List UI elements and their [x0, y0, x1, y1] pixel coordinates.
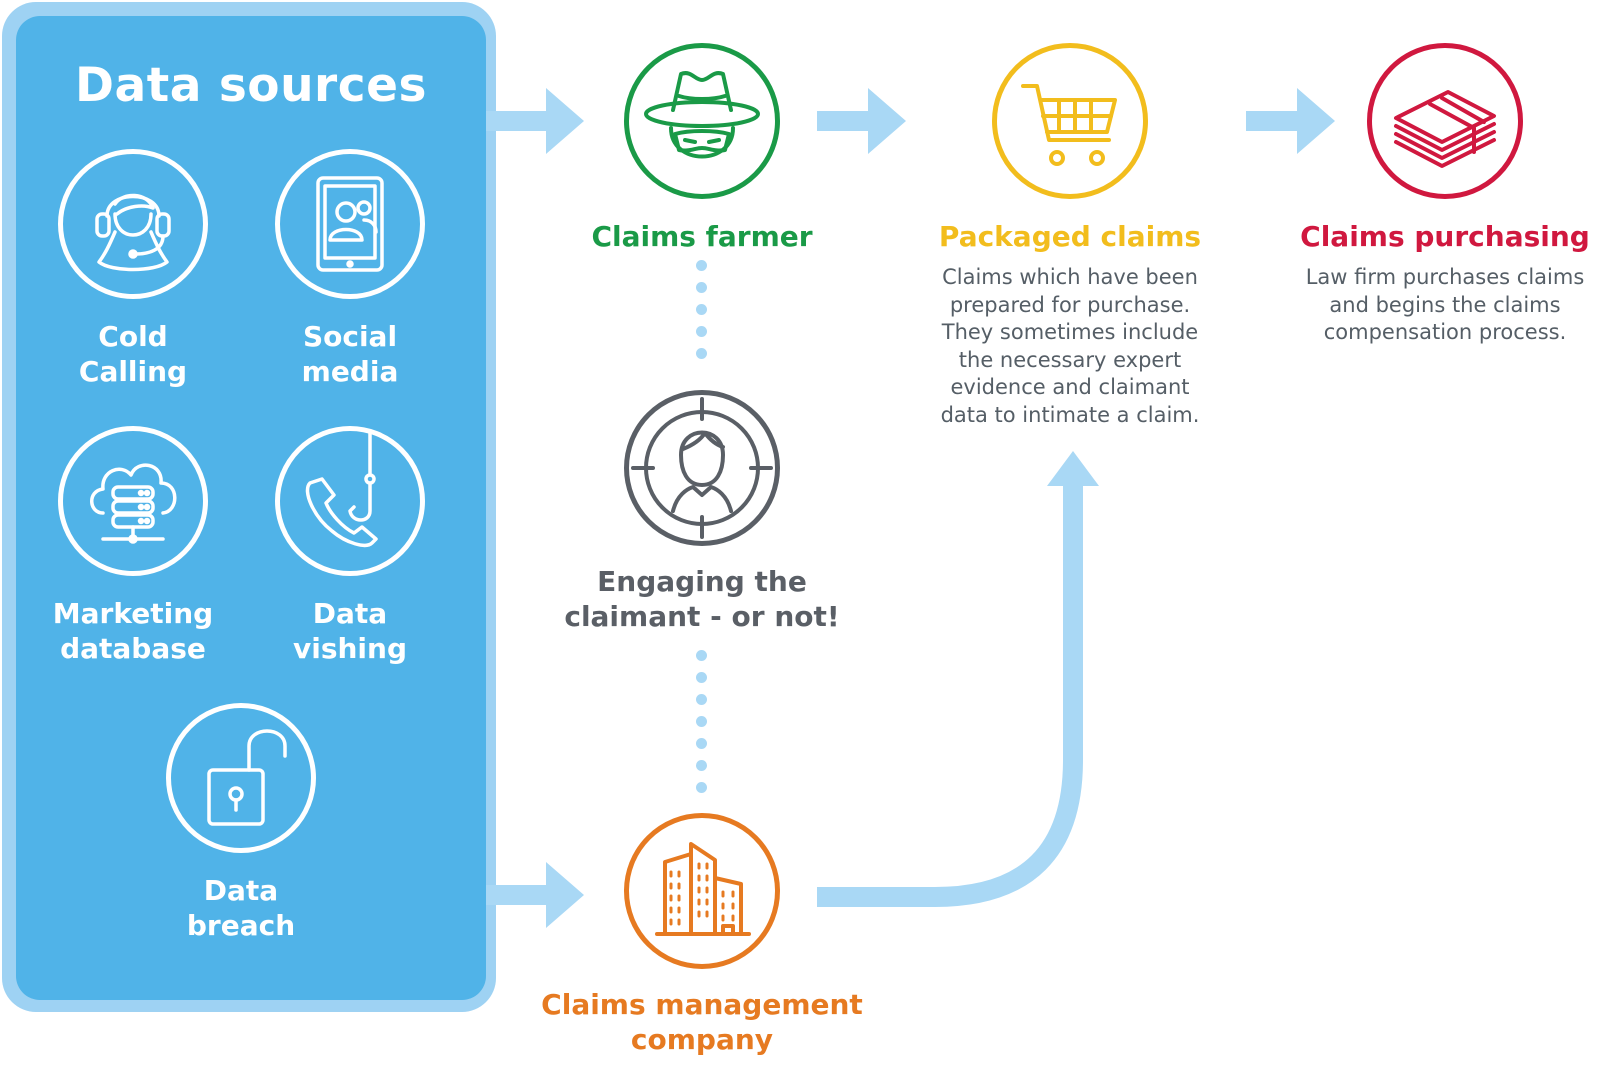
arrow-up-to-packaged-claims	[1047, 451, 1099, 500]
arrow-to-claims-farmer	[486, 88, 584, 154]
data-sources-title: Data sources	[75, 58, 427, 113]
data-sources-panel-inner: Data sources Cold Calling	[16, 16, 486, 1000]
office-building-icon	[624, 813, 780, 969]
arrow-to-claims-purchasing	[1246, 88, 1335, 154]
dot	[696, 326, 707, 337]
tablet-users-icon	[275, 149, 425, 299]
source-label: Cold Calling	[78, 320, 188, 388]
dot	[696, 348, 707, 359]
data-sources-panel: Data sources Cold Calling	[2, 2, 496, 1012]
source-label: Social media	[301, 320, 399, 388]
dot	[696, 304, 707, 315]
source-label: Data vishing	[292, 597, 408, 665]
cloud-database-icon	[58, 426, 208, 576]
dot	[696, 282, 707, 293]
dot	[696, 672, 707, 683]
dot	[696, 694, 707, 705]
node-title: Claims farmer	[591, 220, 813, 253]
source-social-media: Social media	[240, 149, 460, 389]
dot	[696, 760, 707, 771]
dot	[696, 260, 707, 271]
source-marketing-database: Marketing database	[23, 426, 243, 666]
node-engaging-claimant: Engaging the claimant - or not!	[552, 390, 852, 634]
node-title: Engaging the claimant - or not!	[564, 565, 840, 633]
target-person-icon	[624, 390, 780, 546]
shopping-cart-icon	[992, 43, 1148, 199]
node-claims-farmer: Claims farmer	[572, 43, 832, 254]
node-description: Law firm purchases claims and begins the…	[1305, 265, 1585, 344]
arrow-to-claims-management	[486, 862, 584, 928]
source-label: Data breach	[186, 874, 296, 942]
node-packaged-claims: Packaged claims Claims which have been p…	[915, 43, 1225, 429]
node-claims-management-company: Claims management company	[532, 813, 872, 1057]
source-label: Marketing database	[52, 597, 214, 665]
node-claims-purchasing: Claims purchasing Law firm purchases cla…	[1290, 43, 1600, 347]
masked-spy-icon	[624, 43, 780, 199]
dotted-connector-bottom	[696, 650, 708, 804]
arrow-to-packaged-claims	[817, 88, 906, 154]
curve-cmc-to-packaged	[817, 486, 1083, 907]
node-title: Packaged claims	[938, 220, 1202, 253]
source-data-vishing: Data vishing	[240, 426, 460, 666]
node-description: Claims which have been prepared for purc…	[940, 265, 1200, 427]
dot	[696, 738, 707, 749]
headset-agent-icon	[58, 149, 208, 299]
node-title: Claims management company	[541, 988, 863, 1056]
source-cold-calling: Cold Calling	[23, 149, 243, 389]
dot	[696, 782, 707, 793]
phone-hook-icon	[275, 426, 425, 576]
money-stack-icon	[1367, 43, 1523, 199]
dot	[696, 716, 707, 727]
dot	[696, 650, 707, 661]
dotted-connector-top	[696, 260, 708, 370]
node-title: Claims purchasing	[1300, 220, 1590, 253]
open-padlock-icon	[166, 703, 316, 853]
source-data-breach: Data breach	[131, 703, 351, 943]
